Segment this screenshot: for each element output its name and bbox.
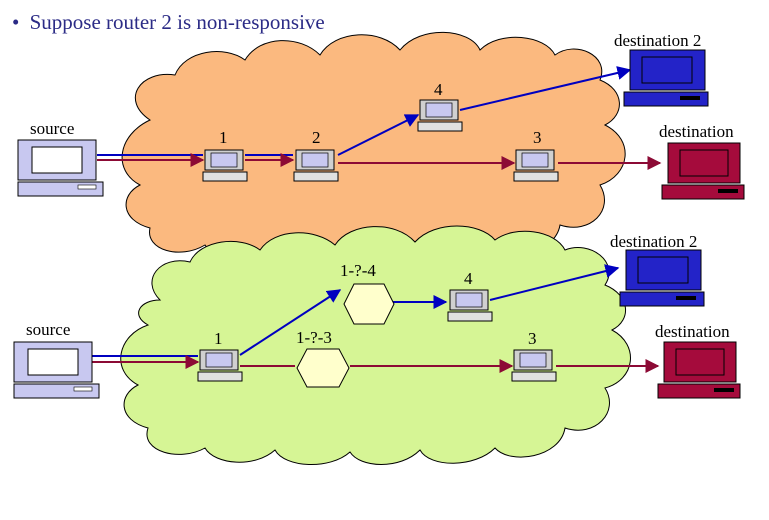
top-link-r4-destination-2 [459, 66, 632, 111]
bottom-destination-label: destination [655, 322, 730, 341]
unknown-router-1-?-4 [343, 283, 395, 325]
top-router-2-label: 2 [312, 128, 321, 147]
bottom-router-3-label: 3 [528, 329, 537, 348]
top-destination-2-label: destination 2 [614, 31, 701, 50]
unknown-router-1-?-3 [296, 348, 350, 388]
bottom-router-4-icon [447, 289, 493, 322]
top-destination-label: destination [659, 122, 734, 141]
top-router-2-icon [293, 149, 339, 182]
bottom-router-3-icon [511, 349, 557, 382]
top-destination-computer-icon [661, 142, 745, 200]
bottom-network-cloud [120, 225, 631, 465]
slide-title: • Suppose router 2 is non-responsive [12, 10, 325, 34]
bottom-links [92, 264, 660, 373]
top-source-computer-icon [17, 139, 104, 197]
top-source-label: source [30, 119, 74, 138]
bottom-router-1-label: 1 [214, 329, 223, 348]
unknown-router-1-?-4-label: 1-?-4 [340, 261, 376, 280]
top-links [97, 66, 662, 170]
top-router-4-label: 4 [434, 80, 443, 99]
title-text: Suppose router 2 is non-responsive [30, 10, 325, 34]
top-router-4-icon [417, 99, 463, 132]
top-destination-2-computer-icon [623, 49, 709, 107]
bottom-link-r4-destination-2 [489, 264, 620, 301]
bottom-router-4-label: 4 [464, 269, 473, 288]
top-router-3-label: 3 [533, 128, 542, 147]
top-network-cloud [121, 31, 626, 263]
bottom-destination-2-computer-icon [619, 249, 705, 307]
bottom-destination-computer-icon [657, 341, 741, 399]
bottom-router-1-icon [197, 349, 243, 382]
top-router-3-icon [513, 149, 559, 182]
bottom-destination-2-label: destination 2 [610, 232, 697, 251]
bottom-source-computer-icon [13, 341, 100, 399]
top-router-1-label: 1 [219, 128, 228, 147]
bottom-link-r1-unknown-4 [239, 289, 342, 356]
top-router-1-icon [202, 149, 248, 182]
top-link-r2-r4 [337, 114, 420, 156]
bottom-source-label: source [26, 320, 70, 339]
title-bullet: • [12, 10, 19, 34]
unknown-router-1-?-3-label: 1-?-3 [296, 328, 332, 347]
